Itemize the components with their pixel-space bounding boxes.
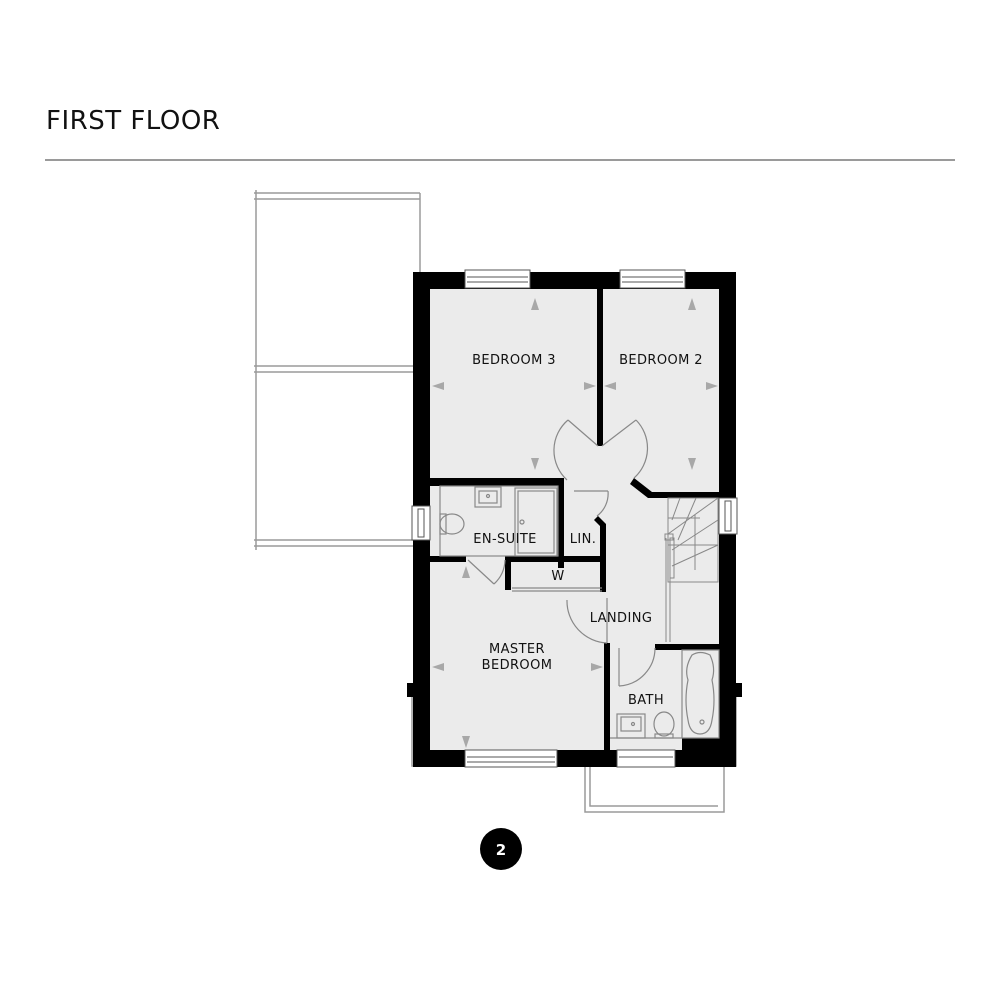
window-landing (718, 497, 738, 535)
porch-canopy (584, 762, 725, 813)
page-title: FIRST FLOOR (46, 106, 221, 136)
dimension-arrows (432, 298, 718, 748)
room-label-linen: LIN. (570, 532, 597, 547)
wall-stub-left (407, 683, 413, 697)
door-bath (618, 647, 656, 687)
wardrobe-rail (512, 587, 602, 592)
roof-outline-left (254, 190, 421, 550)
staircase (664, 497, 719, 642)
room-label-bedroom-3: BEDROOM 3 (472, 353, 556, 368)
room-label-en-suite: EN-SUITE (473, 532, 537, 547)
window-en-suite (411, 505, 431, 541)
floor-area (430, 288, 720, 750)
door-bedroom-2 (601, 419, 649, 479)
room-label-bedroom-2: BEDROOM 2 (619, 353, 703, 368)
en-suite-fixtures (439, 485, 559, 557)
room-label-master-line1: MASTER (489, 642, 545, 657)
door-linen (574, 490, 609, 517)
window-master-bedroom (464, 749, 558, 768)
door-bedroom-3 (553, 419, 599, 481)
room-label-master-line2: BEDROOM (482, 658, 553, 673)
room-label-wardrobe: W (551, 569, 564, 584)
window-bedroom-3 (464, 269, 531, 289)
wall-stub-right (736, 683, 742, 697)
plot-number-badge: 2 (480, 828, 522, 870)
plot-number: 2 (496, 841, 506, 859)
window-bath (616, 749, 676, 768)
door-master-bedroom (566, 598, 608, 644)
window-bedroom-2 (619, 269, 686, 289)
bath-fixtures (610, 649, 720, 739)
title-divider (45, 159, 955, 161)
room-label-bath: BATH (628, 693, 664, 708)
room-label-landing: LANDING (590, 611, 653, 626)
door-en-suite (467, 559, 506, 585)
